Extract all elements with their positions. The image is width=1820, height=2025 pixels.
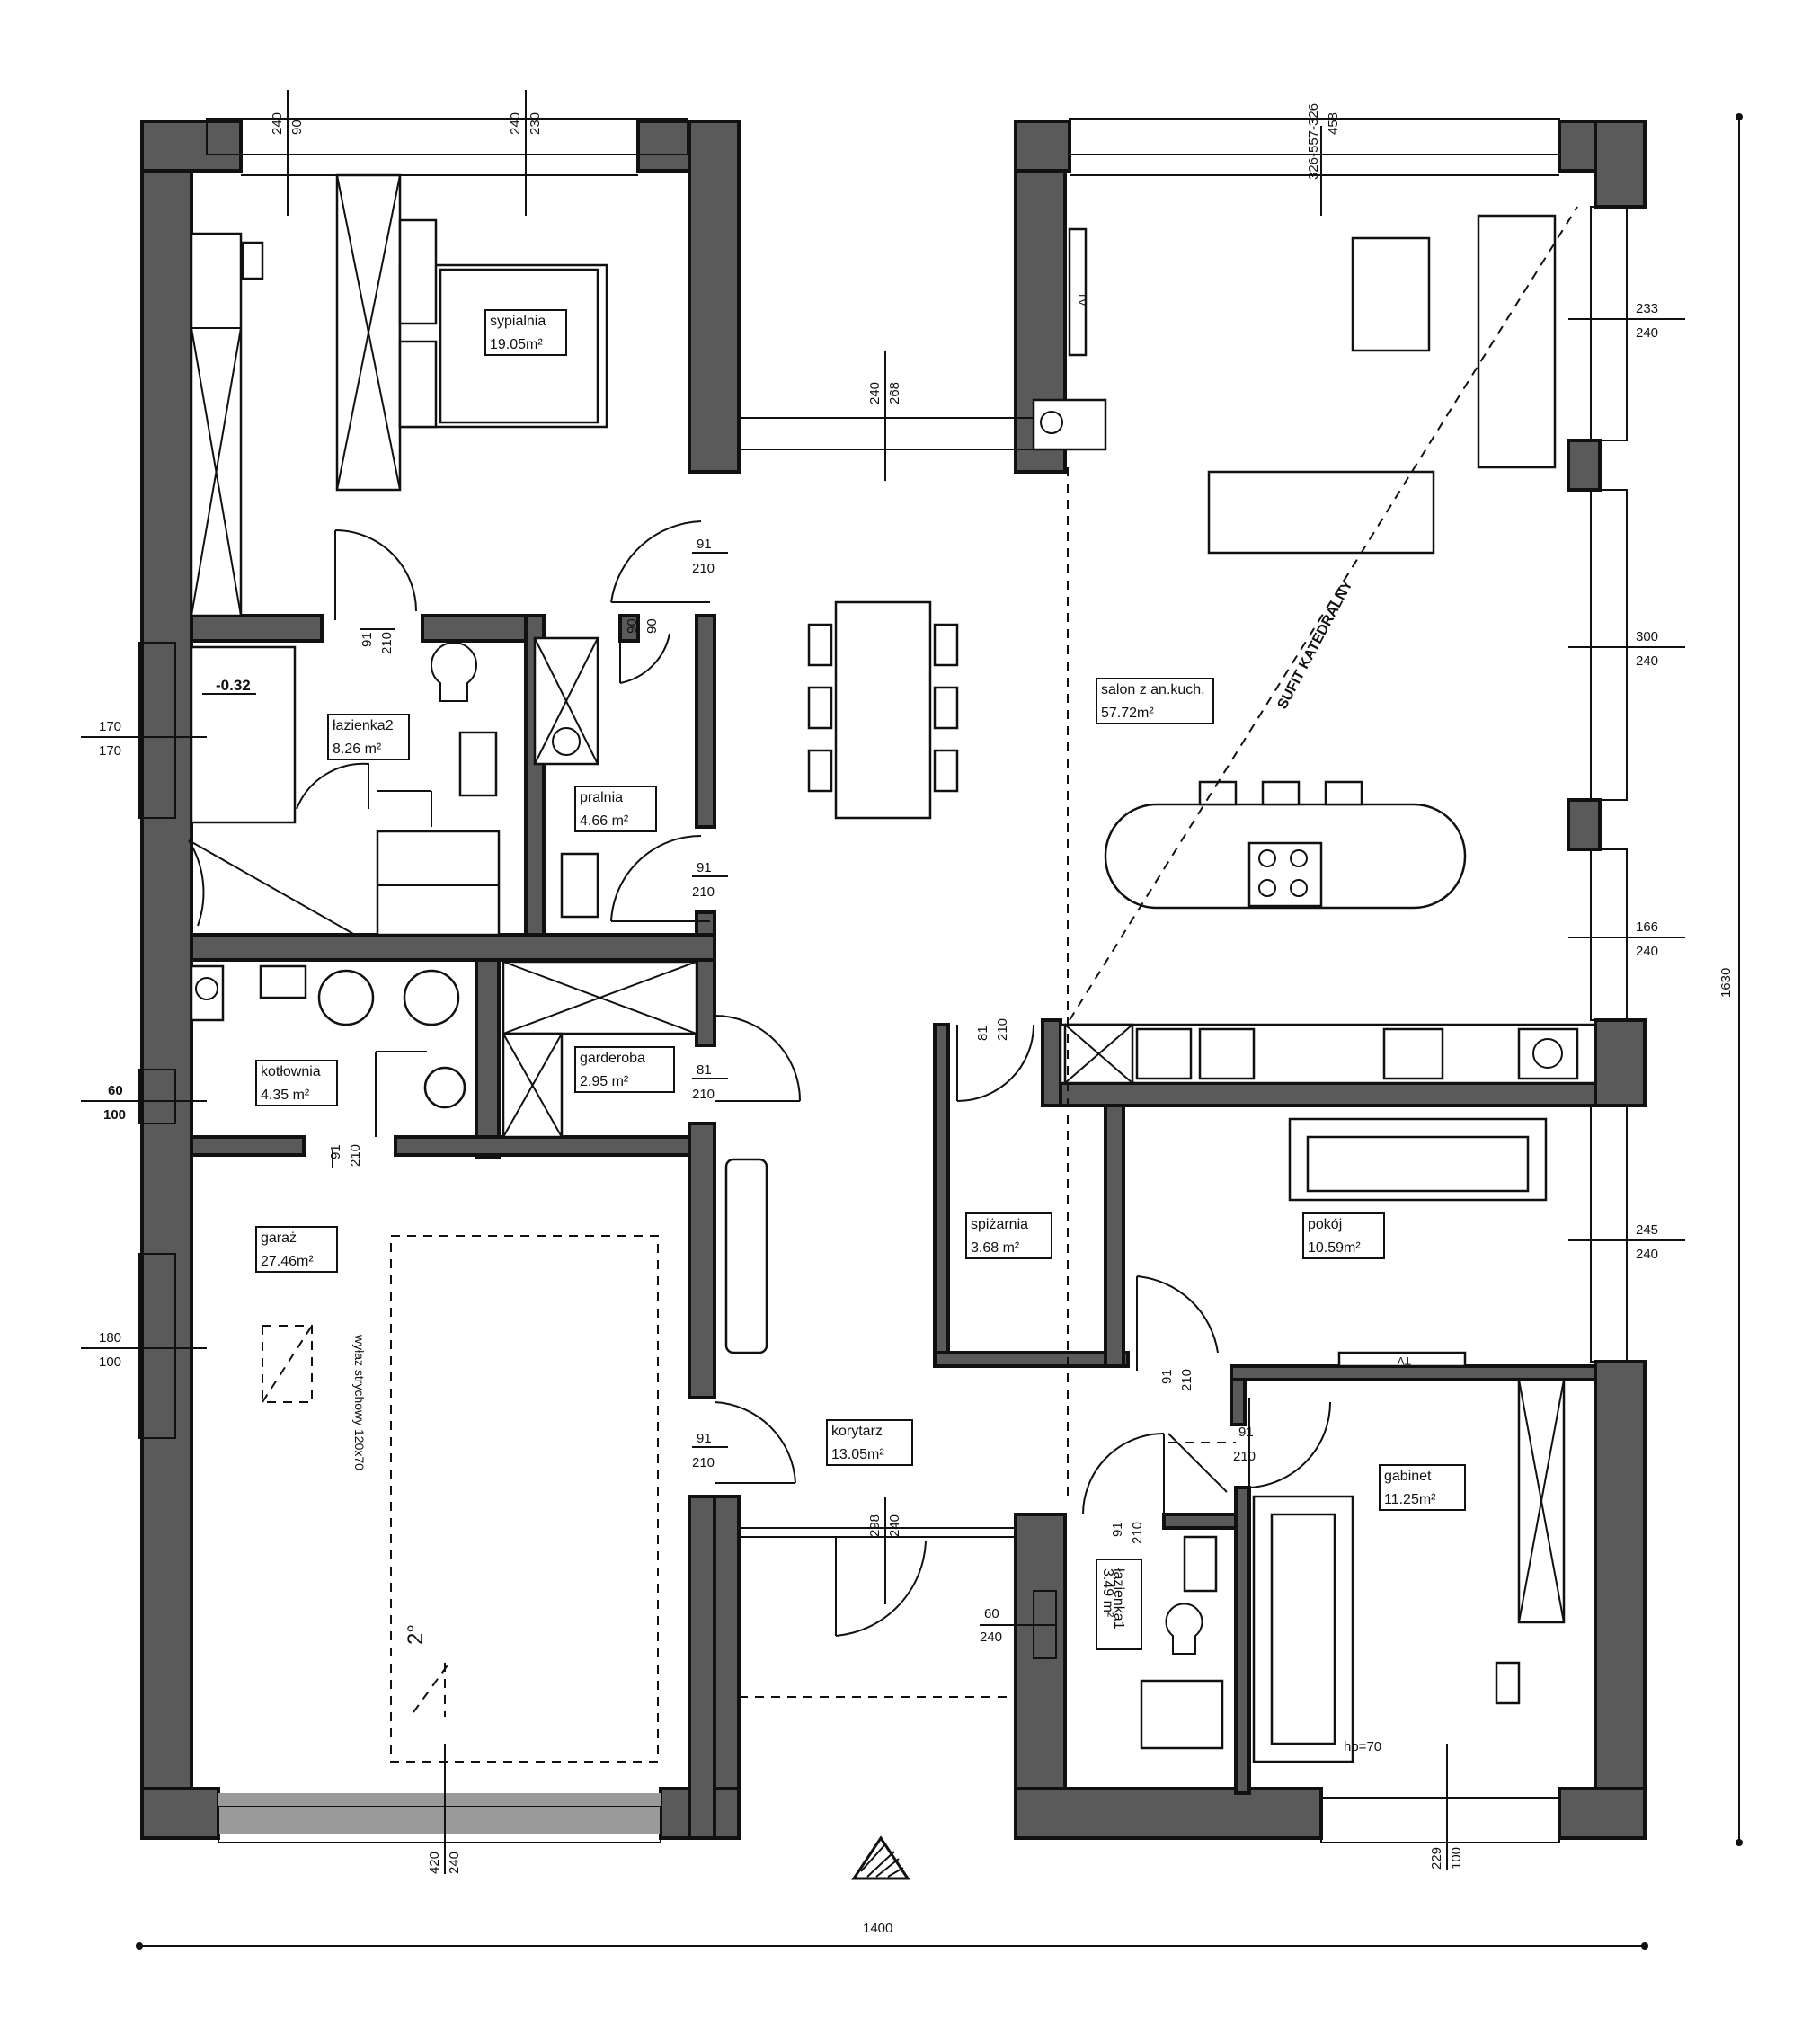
- dim-win-bot-3b: 100: [1449, 1847, 1464, 1870]
- dim-door-lazienka1-a: 91: [1110, 1522, 1125, 1537]
- dim-door-bedroom-b: 210: [692, 561, 715, 576]
- dim-door-pokoj-b: 210: [1179, 1369, 1194, 1391]
- dim-win-left-1b: 170: [99, 743, 121, 759]
- room-area-lazienka1: 3.49 m²: [1100, 1568, 1115, 1618]
- dim-win-bot-2b: 240: [887, 1514, 902, 1537]
- room-area-sypialnia: 19.05m²: [490, 337, 543, 352]
- room-name-lazienka1: łazienka1: [1111, 1568, 1126, 1630]
- dim-win-top-1a: 90: [289, 120, 305, 135]
- room-area-garaz: 27.46m²: [261, 1254, 314, 1269]
- exterior-walls-right: [1014, 120, 1647, 1840]
- room-area-pokoj: 10.59m²: [1308, 1240, 1361, 1256]
- hp-label: hp=70: [1344, 1739, 1381, 1754]
- tv-label-living: TV: [1076, 292, 1088, 306]
- room-area-pralnia: 4.66 m²: [580, 813, 629, 829]
- room-name-korytarz: korytarz: [831, 1424, 883, 1439]
- dim-door-pantry-a: 81: [975, 1026, 990, 1041]
- interior-walls: [190, 614, 1597, 1840]
- dim-door-bedroom-a: 91: [697, 537, 712, 552]
- room-name-garderoba: garderoba: [580, 1051, 645, 1066]
- room-area-kotlownia: 4.35 m²: [261, 1088, 310, 1103]
- windows: [138, 118, 1628, 1843]
- dim-win-left-3b: 100: [99, 1354, 121, 1370]
- dim-win-mid-a: 268: [887, 382, 902, 404]
- dimension-labels: 1400 1630 90 240 230 240 458 326-557-326…: [99, 103, 1734, 1936]
- dim-door-pokoj-a: 91: [1159, 1369, 1175, 1384]
- doors: [188, 520, 1332, 1637]
- dim-total-height: 1630: [1718, 968, 1734, 998]
- dim-win-bot-2a: 298: [867, 1514, 883, 1537]
- dim-win-right-2b: 240: [1636, 653, 1658, 669]
- dim-door-garage-a: 91: [697, 1431, 712, 1446]
- dim-win-mid-b: 240: [867, 382, 883, 404]
- level-mark: -0.32: [216, 677, 251, 694]
- dim-win-right-3b: 240: [1636, 944, 1658, 959]
- slope-label: 2°: [404, 1624, 428, 1645]
- dim-win-right-4b: 240: [1636, 1247, 1658, 1262]
- dashed-lines: [413, 206, 1578, 1717]
- dim-door-laundry2-a: 90: [625, 618, 640, 634]
- room-area-korytarz: 13.05m²: [831, 1447, 884, 1462]
- dim-door-laundry2-b: 90: [644, 618, 660, 634]
- room-area-lazienka2: 8.26 m²: [333, 742, 382, 757]
- dim-door-bath2-a: 91: [360, 632, 375, 647]
- dim-door-wardrobe-b: 210: [692, 1087, 715, 1102]
- dim-win-top-3a: 458: [1326, 112, 1341, 135]
- room-labels: sypialnia 19.05m² łazienka2 8.26 m² pral…: [261, 314, 1436, 1630]
- room-area-spizarnia: 3.68 m²: [971, 1240, 1020, 1256]
- room-name-salon: salon z an.kuch.: [1101, 682, 1205, 697]
- room-name-pralnia: pralnia: [580, 790, 623, 805]
- room-name-spizarnia: spiżarnia: [971, 1217, 1028, 1232]
- dim-door-bath2-b: 210: [379, 632, 395, 654]
- room-name-lazienka2: łazienka2: [333, 718, 394, 733]
- ceiling-label: SUFIT KATEDRALNY: [1275, 578, 1356, 712]
- dim-door-pantry-b: 210: [995, 1018, 1010, 1041]
- dim-door-garage-b: 210: [692, 1455, 715, 1470]
- dim-door-lazienka1-b: 210: [1130, 1522, 1145, 1544]
- dim-win-right-1b: 240: [1636, 325, 1658, 341]
- dim-total-width: 1400: [863, 1921, 892, 1936]
- dim-win-lazienka1-b: 240: [980, 1630, 1002, 1645]
- room-area-gabinet: 11.25m²: [1384, 1492, 1436, 1507]
- dim-win-left-2b: 100: [103, 1107, 126, 1123]
- room-name-kotlownia: kotłownia: [261, 1064, 321, 1079]
- dim-door-wardrobe-a: 81: [697, 1062, 712, 1078]
- dimension-lines: [81, 90, 1743, 1950]
- room-name-pokoj: pokój: [1308, 1217, 1342, 1232]
- attic-hatch-label: wyłaz strychowy 120x70: [352, 1334, 367, 1470]
- furniture: [190, 173, 1597, 1763]
- dim-win-top-2b: 240: [508, 112, 523, 135]
- dim-win-bot-1a: 420: [427, 1852, 442, 1874]
- dim-win-bot-3a: 229: [1429, 1847, 1444, 1870]
- dim-win-right-2a: 300: [1636, 629, 1658, 644]
- north-arrow-icon: [851, 1835, 910, 1880]
- room-area-garderoba: 2.95 m²: [580, 1074, 629, 1089]
- room-name-garaz: garaż: [261, 1230, 297, 1246]
- dim-win-right-1a: 233: [1636, 301, 1658, 316]
- dim-door-laundry-a: 91: [697, 860, 712, 875]
- dim-win-left-2a: 60: [108, 1083, 123, 1098]
- dim-win-right-4a: 245: [1636, 1222, 1658, 1238]
- dim-win-bot-1b: 240: [447, 1852, 462, 1874]
- dim-win-top-3b: 326-557-326: [1306, 103, 1321, 180]
- room-label-boxes: [255, 309, 1466, 1650]
- dim-win-lazienka1-a: 60: [984, 1606, 999, 1621]
- dim-win-top-2a: 230: [528, 112, 543, 135]
- room-name-sypialnia: sypialnia: [490, 314, 546, 329]
- dim-win-left-3a: 180: [99, 1330, 121, 1346]
- dim-door-gabinet-b: 210: [1233, 1449, 1256, 1464]
- dim-win-right-3a: 166: [1636, 919, 1658, 935]
- dim-door-boiler-a: 91: [328, 1144, 343, 1159]
- room-area-salon: 57.72m²: [1101, 706, 1154, 721]
- dim-win-left-1a: 170: [99, 719, 121, 734]
- tv-label-pokoj: TV: [1398, 1354, 1411, 1367]
- dim-door-gabinet-a: 91: [1238, 1425, 1254, 1440]
- dim-win-top-1b: 240: [270, 112, 285, 135]
- dim-door-laundry-b: 210: [692, 884, 715, 900]
- dim-door-boiler-b: 210: [348, 1144, 363, 1167]
- room-name-gabinet: gabinet: [1384, 1469, 1432, 1484]
